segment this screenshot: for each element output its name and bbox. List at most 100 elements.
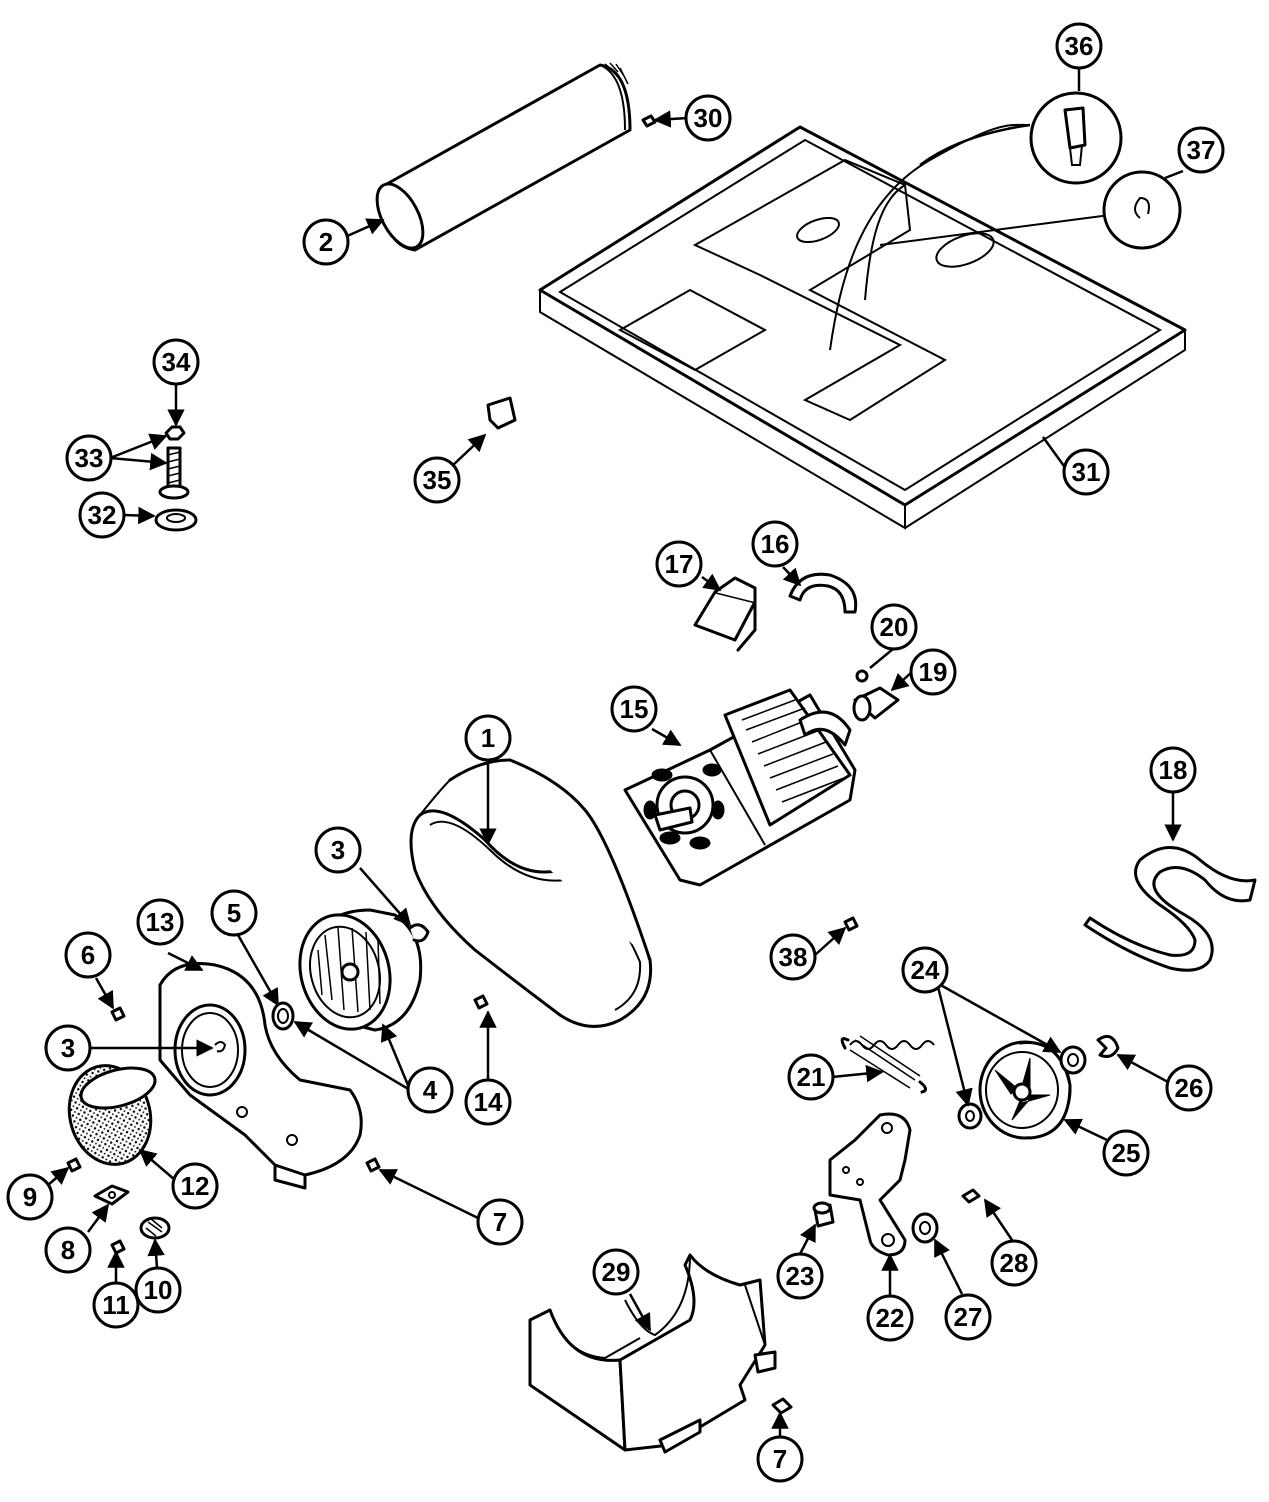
callout-19: 19 bbox=[909, 648, 957, 696]
svg-text:37: 37 bbox=[1187, 135, 1216, 165]
svg-text:24: 24 bbox=[911, 955, 940, 985]
callout-22: 22 bbox=[866, 1294, 914, 1342]
svg-text:19: 19 bbox=[919, 657, 948, 687]
svg-text:34: 34 bbox=[162, 347, 191, 377]
svg-text:5: 5 bbox=[227, 898, 241, 928]
part-terminal-block-17 bbox=[693, 576, 757, 652]
callout-21: 21 bbox=[787, 1053, 835, 1101]
part-blower-wheel bbox=[298, 908, 423, 1032]
callout-10: 10 bbox=[134, 1266, 182, 1314]
callout-8: 8 bbox=[44, 1226, 92, 1274]
part-screw-7-upper bbox=[365, 1157, 381, 1173]
part-clip-3-upper bbox=[408, 923, 430, 943]
callout-34: 34 bbox=[152, 338, 200, 386]
svg-text:3: 3 bbox=[61, 1033, 75, 1063]
svg-text:22: 22 bbox=[876, 1303, 905, 1333]
part-screw-11 bbox=[110, 1239, 126, 1255]
callout-33: 33 bbox=[65, 434, 113, 482]
svg-text:3: 3 bbox=[331, 835, 345, 865]
svg-text:36: 36 bbox=[1065, 31, 1094, 61]
callout-1: 1 bbox=[464, 714, 512, 762]
svg-text:9: 9 bbox=[23, 1182, 37, 1212]
part-grommet-10 bbox=[139, 1216, 171, 1240]
callout-6: 6 bbox=[64, 931, 112, 979]
callout-13: 13 bbox=[136, 898, 184, 946]
callout-37: 37 bbox=[1177, 126, 1225, 174]
callout-5: 5 bbox=[210, 889, 258, 937]
callout-29: 29 bbox=[592, 1248, 640, 1296]
callout-15: 15 bbox=[610, 685, 658, 733]
svg-text:38: 38 bbox=[779, 942, 808, 972]
svg-text:10: 10 bbox=[144, 1275, 173, 1305]
part-drum-belt bbox=[1083, 846, 1257, 972]
svg-text:27: 27 bbox=[954, 1302, 983, 1332]
part-screw-14 bbox=[473, 994, 489, 1010]
part-base-plate bbox=[538, 123, 1187, 530]
callout-16: 16 bbox=[751, 520, 799, 568]
callout-23: 23 bbox=[776, 1252, 824, 1300]
part-screw-6 bbox=[110, 1006, 126, 1022]
part-bracket-16 bbox=[788, 572, 858, 614]
callout-7-upper: 7 bbox=[476, 1198, 524, 1246]
part-screw-38 bbox=[843, 916, 859, 932]
part-screw-9 bbox=[66, 1157, 82, 1173]
callout-3-lower: 3 bbox=[44, 1024, 92, 1072]
part-motor-pulley bbox=[852, 669, 900, 722]
svg-text:20: 20 bbox=[880, 612, 909, 642]
svg-text:18: 18 bbox=[1159, 755, 1188, 785]
part-clip-35 bbox=[486, 396, 517, 430]
callout-4: 4 bbox=[406, 1066, 454, 1114]
svg-text:23: 23 bbox=[786, 1261, 815, 1291]
callout-35: 35 bbox=[413, 456, 461, 504]
callouts: 1 2 3 3 4 5 6 7 7 8 9 10 11 12 13 14 15 … bbox=[6, 22, 1225, 1483]
callout-14: 14 bbox=[464, 1078, 512, 1126]
part-roller-27 bbox=[911, 1212, 939, 1244]
callout-36: 36 bbox=[1055, 22, 1103, 70]
svg-text:15: 15 bbox=[620, 694, 649, 724]
svg-text:28: 28 bbox=[1000, 1248, 1029, 1278]
svg-text:26: 26 bbox=[1175, 1073, 1204, 1103]
callout-27: 27 bbox=[944, 1293, 992, 1341]
part-bushing-5 bbox=[271, 1001, 295, 1031]
part-felt-seal bbox=[67, 1064, 157, 1166]
part-idler-spring bbox=[840, 1035, 935, 1094]
svg-text:21: 21 bbox=[797, 1062, 826, 1092]
callout-20: 20 bbox=[870, 603, 918, 651]
callout-38: 38 bbox=[769, 933, 817, 981]
callout-32: 32 bbox=[78, 491, 126, 539]
leaders bbox=[47, 68, 1184, 1437]
part-motor-mount bbox=[528, 1253, 777, 1454]
part-screw-7-lower bbox=[771, 1397, 793, 1415]
callout-9: 9 bbox=[6, 1173, 54, 1221]
callout-17: 17 bbox=[655, 540, 703, 588]
svg-text:35: 35 bbox=[423, 465, 452, 495]
part-leveling-foot bbox=[154, 425, 198, 532]
detail-37 bbox=[1102, 170, 1182, 250]
callout-30: 30 bbox=[684, 94, 732, 142]
svg-text:2: 2 bbox=[319, 227, 333, 257]
svg-text:29: 29 bbox=[602, 1257, 631, 1287]
part-exhaust-duct bbox=[375, 62, 632, 252]
svg-text:30: 30 bbox=[694, 103, 723, 133]
part-screw-30 bbox=[641, 114, 657, 128]
svg-text:12: 12 bbox=[181, 1171, 210, 1201]
callout-25: 25 bbox=[1102, 1129, 1150, 1177]
callout-2: 2 bbox=[302, 218, 350, 266]
svg-text:13: 13 bbox=[146, 907, 175, 937]
callout-26: 26 bbox=[1165, 1064, 1213, 1112]
svg-text:7: 7 bbox=[773, 1444, 787, 1474]
part-idler-arm bbox=[828, 1112, 912, 1257]
svg-text:25: 25 bbox=[1112, 1138, 1141, 1168]
callout-11: 11 bbox=[92, 1281, 140, 1329]
svg-text:16: 16 bbox=[761, 529, 790, 559]
part-drive-belt bbox=[409, 758, 653, 1028]
svg-text:7: 7 bbox=[493, 1207, 507, 1237]
callout-7-lower: 7 bbox=[756, 1435, 804, 1483]
callout-31: 31 bbox=[1062, 448, 1110, 496]
part-plate-8 bbox=[93, 1184, 130, 1206]
callout-18: 18 bbox=[1149, 746, 1197, 794]
svg-text:32: 32 bbox=[88, 500, 117, 530]
callout-28: 28 bbox=[990, 1239, 1038, 1287]
svg-text:6: 6 bbox=[81, 940, 95, 970]
